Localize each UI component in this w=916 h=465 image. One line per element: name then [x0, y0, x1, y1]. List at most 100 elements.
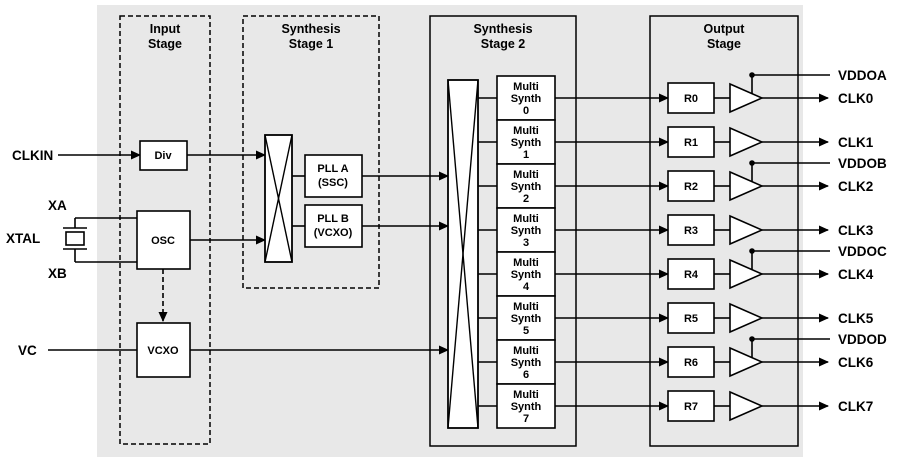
crossbar-switch-2	[447, 79, 479, 429]
pll-b-block	[304, 204, 363, 248]
pin-label-clk7: CLK7	[838, 399, 873, 414]
output-buffer-icon-3	[729, 214, 764, 246]
synthesis-stage1-title-line2: Stage 1	[289, 37, 334, 51]
svg-text:R1: R1	[684, 137, 698, 149]
svg-text:Synth: Synth	[511, 181, 542, 193]
svg-text:Multi: Multi	[513, 81, 539, 93]
r-divider-block-7: R7	[667, 390, 715, 422]
osc-block-label: OSC	[151, 235, 175, 247]
svg-text:R0: R0	[684, 93, 698, 105]
multisynth-block-7: Multi Synth 7	[496, 383, 556, 429]
vcxo-block-label: VCXO	[147, 345, 179, 357]
synthesis-stage1-title-line1: Synthesis	[281, 22, 340, 36]
svg-text:Synth: Synth	[511, 269, 542, 281]
svg-text:6: 6	[523, 369, 529, 381]
multisynth-block-4: Multi Synth 4	[496, 251, 556, 297]
crystal-icon	[63, 218, 87, 262]
r-divider-block-4: R4	[667, 258, 715, 290]
svg-text:5: 5	[523, 325, 529, 337]
svg-text:Multi: Multi	[513, 389, 539, 401]
multisynth-block-3: Multi Synth 3	[496, 207, 556, 253]
pll-a-label-line1: PLL A	[317, 163, 348, 175]
vddoa-rail	[749, 72, 830, 94]
output-stage-box	[649, 15, 799, 447]
synthesis-stage1-box	[242, 15, 380, 289]
output-buffer-icon-1	[729, 126, 764, 158]
svg-text:Multi: Multi	[513, 213, 539, 225]
svg-text:Multi: Multi	[513, 345, 539, 357]
r-divider-block-5: R5	[667, 302, 715, 334]
output-buffer-icon-7	[729, 390, 764, 422]
svg-text:Synth: Synth	[511, 93, 542, 105]
pin-label-clk6: CLK6	[838, 355, 874, 370]
pin-label-vddod: VDDOD	[838, 332, 887, 347]
pin-label-vddoc: VDDOC	[838, 244, 887, 259]
r-divider-block-1: R1	[667, 126, 715, 158]
output-stage-title-line1: Output	[704, 22, 746, 36]
output-buffer-icon-6	[729, 346, 764, 378]
synthesis-stage2-box	[429, 15, 577, 447]
vddoc-rail	[749, 248, 830, 270]
svg-text:R3: R3	[684, 225, 698, 237]
junction-dot	[749, 72, 755, 78]
svg-text:R5: R5	[684, 313, 698, 325]
output-buffer-icon-4	[729, 258, 764, 290]
input-stage-box	[119, 15, 211, 445]
crossbar-switch-1	[264, 134, 293, 263]
svg-text:Multi: Multi	[513, 125, 539, 137]
svg-text:2: 2	[523, 193, 529, 205]
input-stage-title-line2: Stage	[148, 37, 182, 51]
pin-label-vddoa: VDDOA	[838, 68, 887, 83]
svg-text:R7: R7	[684, 401, 698, 413]
multisynth-block-0: Multi Synth 0	[496, 75, 556, 121]
div-block-label: Div	[154, 150, 172, 162]
pin-label-xtal: XTAL	[6, 231, 40, 246]
output-stage-title-line2: Stage	[707, 37, 741, 51]
pin-label-clk3: CLK3	[838, 223, 874, 238]
multisynth-block-6: Multi Synth 6	[496, 339, 556, 385]
r-divider-block-0: R0	[667, 82, 715, 114]
r-divider-block-3: R3	[667, 214, 715, 246]
svg-text:Synth: Synth	[511, 357, 542, 369]
r-divider-block-6: R6	[667, 346, 715, 378]
pin-label-xb: XB	[48, 266, 67, 281]
pin-label-clk4: CLK4	[838, 267, 874, 282]
svg-text:Multi: Multi	[513, 169, 539, 181]
svg-text:R4: R4	[684, 269, 699, 281]
vcxo-block	[136, 322, 191, 378]
junction-dot	[749, 160, 755, 166]
div-block	[139, 140, 188, 171]
pin-label-clk1: CLK1	[838, 135, 874, 150]
output-buffer-icon-5	[729, 302, 764, 334]
output-buffer-icon-2	[729, 170, 764, 202]
pin-label-vddob: VDDOB	[838, 156, 887, 171]
svg-text:Synth: Synth	[511, 137, 542, 149]
input-stage-title-line1: Input	[150, 22, 181, 36]
junction-dot	[749, 336, 755, 342]
synthesis-stage2-title-line2: Stage 2	[481, 37, 526, 51]
vddod-rail	[749, 336, 830, 358]
pll-a-block	[304, 154, 363, 198]
pll-b-label-line2: (VCXO)	[314, 227, 353, 239]
pin-label-xa: XA	[48, 198, 67, 213]
svg-text:0: 0	[523, 105, 529, 117]
multisynth-block-5: Multi Synth 5	[496, 295, 556, 341]
output-buffer-icon-0	[729, 82, 764, 114]
synthesis-stage2-title-line1: Synthesis	[473, 22, 532, 36]
svg-text:Multi: Multi	[513, 257, 539, 269]
svg-text:R6: R6	[684, 357, 698, 369]
pin-label-vc: VC	[18, 343, 37, 358]
svg-text:3: 3	[523, 237, 529, 249]
svg-text:7: 7	[523, 413, 529, 425]
pll-b-label-line1: PLL B	[317, 213, 349, 225]
multisynth-block-2: Multi Synth 2	[496, 163, 556, 209]
svg-text:Multi: Multi	[513, 301, 539, 313]
multisynth-block-1: Multi Synth 1	[496, 119, 556, 165]
pin-label-clk2: CLK2	[838, 179, 873, 194]
pin-label-clk0: CLK0	[838, 91, 873, 106]
r-divider-block-2: R2	[667, 170, 715, 202]
svg-text:4: 4	[523, 281, 530, 293]
vddob-rail	[749, 160, 830, 182]
junction-dot	[749, 248, 755, 254]
